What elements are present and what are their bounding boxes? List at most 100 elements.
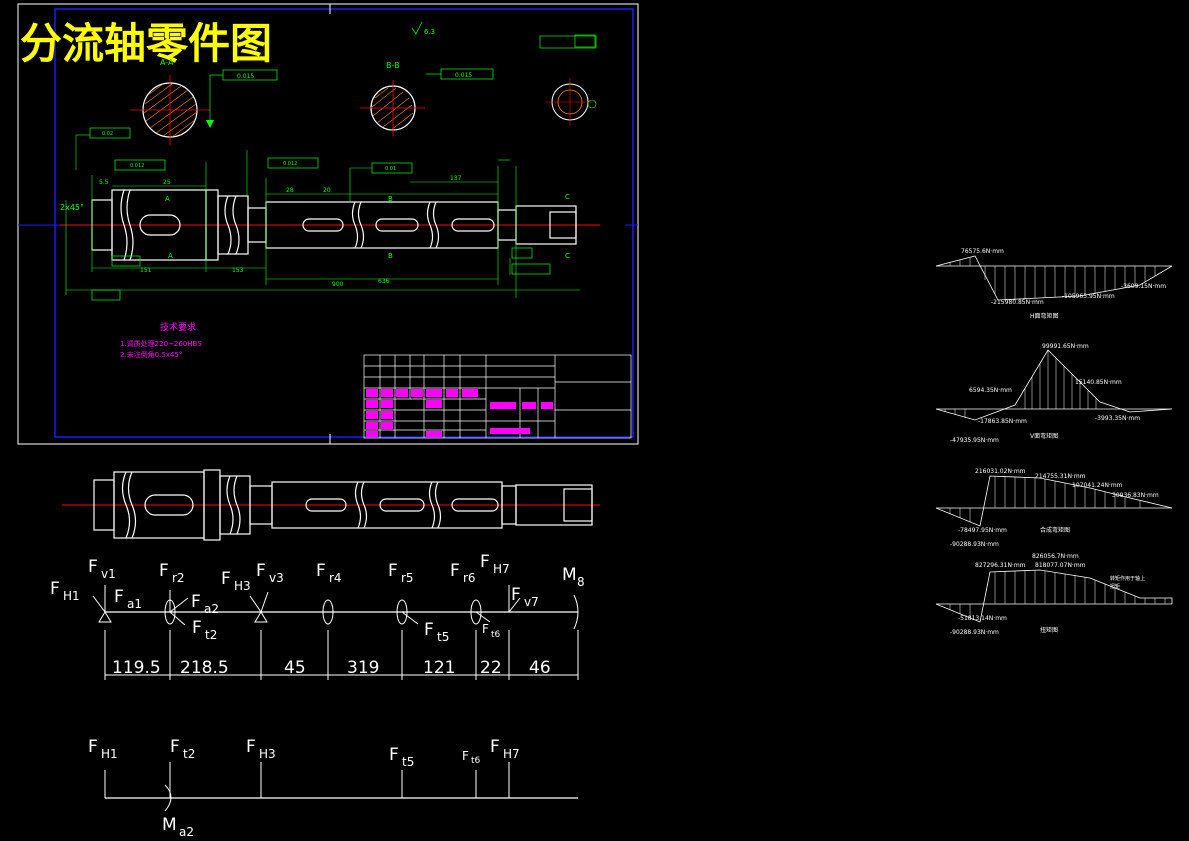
moment-labels: 76575.6N·mm -215980.85N·mm -105965.95N·m… xyxy=(950,248,1166,636)
shaft-sketch xyxy=(62,469,600,541)
chamfer-label: 2x45° xyxy=(60,203,84,212)
svg-text:900: 900 xyxy=(332,281,344,288)
svg-text:214755.31N·mm: 214755.31N·mm xyxy=(1035,473,1086,480)
roughness-mark: 6.3 xyxy=(424,28,435,36)
svg-text:0.015: 0.015 xyxy=(237,73,254,80)
svg-text:H3: H3 xyxy=(234,579,251,593)
svg-text:F: F xyxy=(191,592,201,612)
svg-text:a2: a2 xyxy=(204,602,219,616)
svg-text:C: C xyxy=(565,193,570,201)
svg-text:F: F xyxy=(192,618,202,638)
title-block xyxy=(363,354,632,439)
svg-text:F: F xyxy=(170,737,180,757)
svg-text:r4: r4 xyxy=(329,571,342,585)
svg-text:30936.83N·mm: 30936.83N·mm xyxy=(1112,492,1159,499)
svg-text:H7: H7 xyxy=(503,747,520,761)
combined-moment-caption: 合成弯矩图 xyxy=(1040,526,1070,534)
svg-text:F: F xyxy=(511,585,521,605)
v-moment-caption: V面弯矩图 xyxy=(1030,432,1058,440)
svg-text:151: 151 xyxy=(140,267,152,274)
svg-text:6594.35N·mm: 6594.35N·mm xyxy=(969,387,1012,394)
svg-text:0.02: 0.02 xyxy=(102,131,113,137)
span-2: 218.5 xyxy=(180,658,229,678)
svg-text:r2: r2 xyxy=(172,571,185,585)
svg-text:F: F xyxy=(388,561,398,581)
svg-text:a2: a2 xyxy=(179,825,194,839)
svg-text:F: F xyxy=(462,749,469,763)
svg-text:15140.85N·mm: 15140.85N·mm xyxy=(1075,379,1122,386)
svg-text:r5: r5 xyxy=(401,571,414,585)
svg-text:v1: v1 xyxy=(101,567,116,581)
drawing-sheet: 分流轴零件图 6.3 A-A 0.015 B-B xyxy=(17,3,639,445)
svg-text:H1: H1 xyxy=(101,747,118,761)
svg-text:r6: r6 xyxy=(463,571,476,585)
svg-text:扭矩: 扭矩 xyxy=(1110,583,1120,590)
svg-text:t5: t5 xyxy=(437,630,449,644)
svg-text:F: F xyxy=(256,561,266,581)
moment-diagrams xyxy=(935,255,1173,623)
svg-text:v7: v7 xyxy=(524,595,539,609)
svg-text:B: B xyxy=(388,252,393,260)
svg-text:818077.07N·mm: 818077.07N·mm xyxy=(1035,562,1086,569)
svg-text:-105965.95N·mm: -105965.95N·mm xyxy=(1062,293,1115,300)
svg-text:-3993.35N·mm: -3993.35N·mm xyxy=(1095,415,1140,422)
span-7: 46 xyxy=(529,658,551,678)
technical-requirements: 技术要求 1.调质处理220~260HBS 2.未注倒角0.5x45° xyxy=(120,321,202,359)
svg-text:F: F xyxy=(490,737,500,757)
svg-text:F: F xyxy=(88,737,98,757)
svg-text:-17863.85N·mm: -17863.85N·mm xyxy=(978,418,1027,425)
svg-text:M: M xyxy=(162,815,177,835)
shaft-drawing: 2x45° 151 153 636 900 137 25 20 28 5.5 0… xyxy=(60,127,600,301)
svg-text:76575.6N·mm: 76575.6N·mm xyxy=(961,248,1004,255)
svg-text:0.012: 0.012 xyxy=(130,163,144,169)
svg-text:t5: t5 xyxy=(402,755,414,769)
span-3: 45 xyxy=(284,658,306,678)
svg-text:0.015: 0.015 xyxy=(455,72,472,79)
svg-text:F: F xyxy=(450,561,460,581)
svg-text:F: F xyxy=(114,587,124,607)
svg-text:F: F xyxy=(316,561,326,581)
title-block-fill xyxy=(366,389,553,437)
svg-text:转矩作用于轴上: 转矩作用于轴上 xyxy=(1110,575,1145,582)
h-moment-caption: H面弯矩图 xyxy=(1030,312,1059,320)
sheet-border xyxy=(17,3,639,445)
svg-text:28: 28 xyxy=(286,187,294,194)
sheet-frame xyxy=(54,8,634,438)
svg-text:F: F xyxy=(389,745,399,765)
svg-text:826056.7N·mm: 826056.7N·mm xyxy=(1032,553,1079,560)
span-4: 319 xyxy=(347,658,379,678)
svg-text:C: C xyxy=(565,252,570,260)
tech-req-item-2: 2.未注倒角0.5x45° xyxy=(120,350,182,359)
svg-text:-47935.95N·mm: -47935.95N·mm xyxy=(950,437,999,444)
span-1: 119.5 xyxy=(112,658,161,678)
svg-text:F: F xyxy=(480,552,490,572)
svg-text:-78497.95N·mm: -78497.95N·mm xyxy=(958,527,1007,534)
svg-text:25: 25 xyxy=(163,179,171,186)
svg-text:F: F xyxy=(159,561,169,581)
svg-text:107041.24N·mm: 107041.24N·mm xyxy=(1072,482,1123,489)
svg-text:A: A xyxy=(168,252,173,260)
svg-text:F: F xyxy=(50,579,60,599)
svg-text:153: 153 xyxy=(232,267,244,274)
section-a-a: A-A 0.015 xyxy=(130,58,278,145)
svg-text:F: F xyxy=(221,569,231,589)
tech-req-title: 技术要求 xyxy=(160,321,196,333)
svg-text:F: F xyxy=(482,622,489,636)
section-b-label: B-B xyxy=(386,61,400,70)
drawing-title: 分流轴零件图 xyxy=(20,19,272,68)
